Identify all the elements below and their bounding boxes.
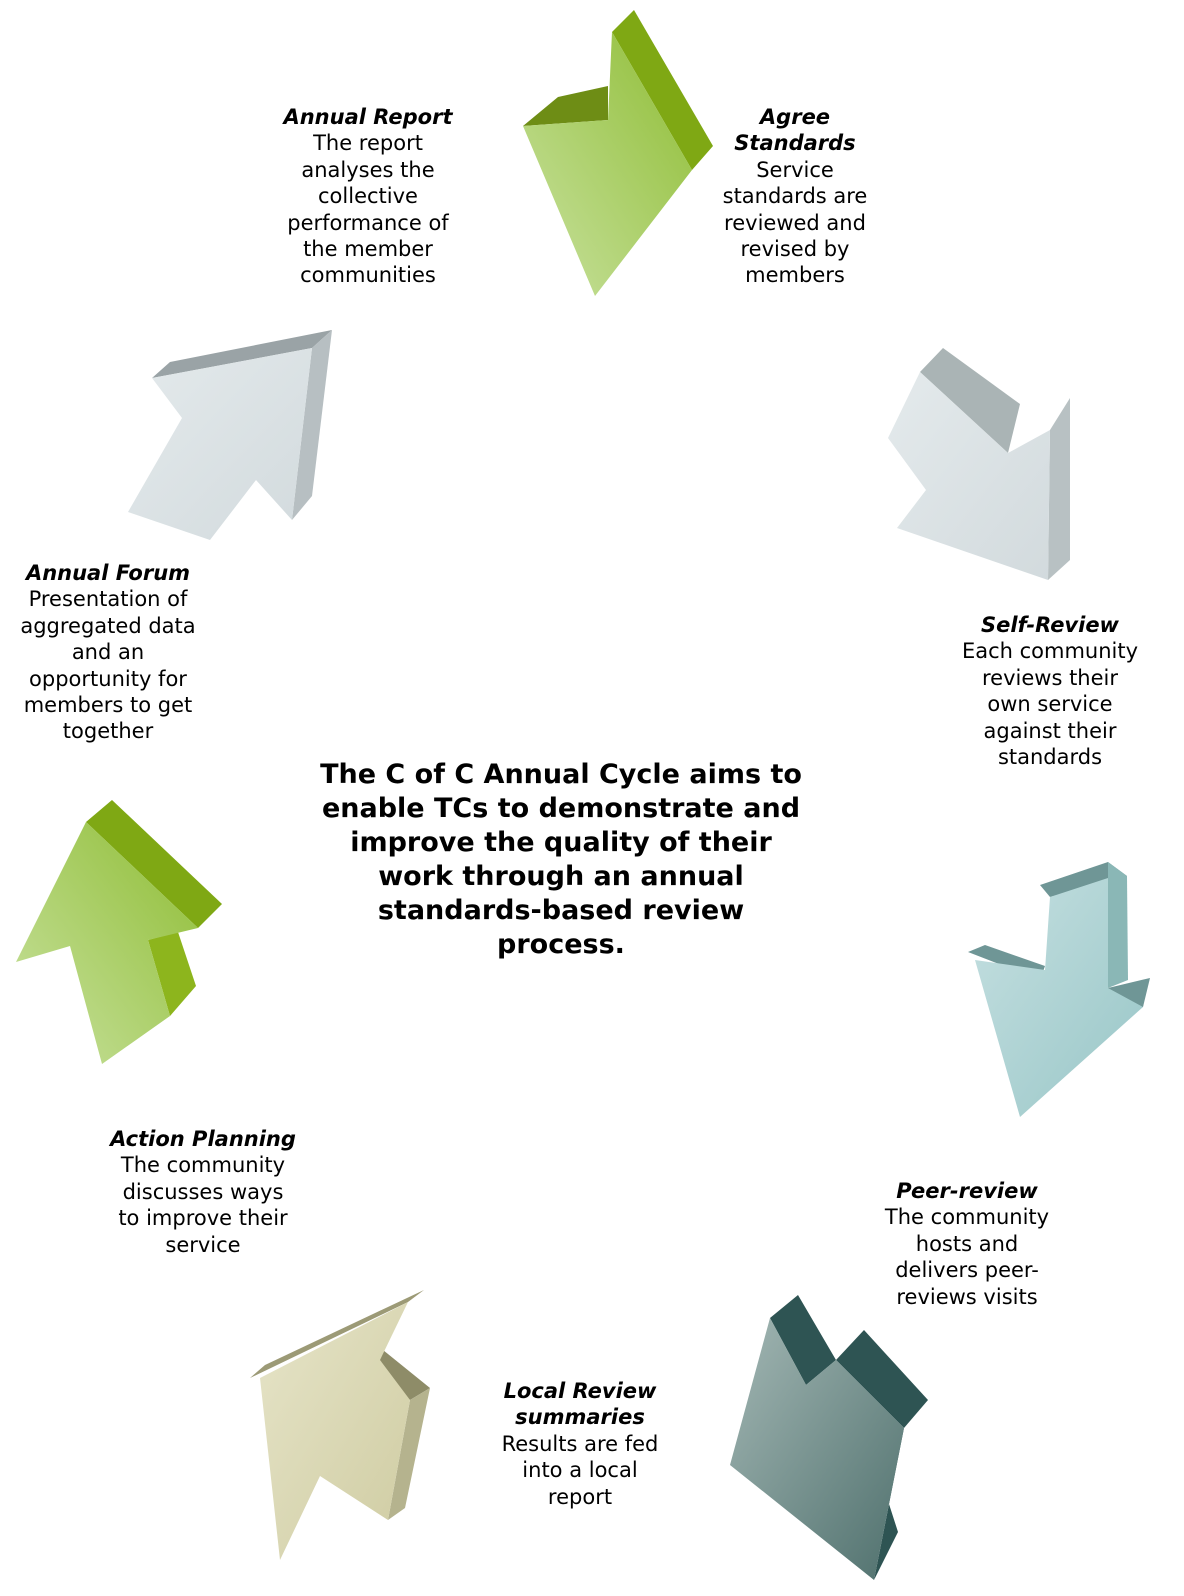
step-peer-review: Peer-review The community hosts and deli…	[862, 1178, 1072, 1310]
step-local-review: Local Review summaries Results are fed i…	[480, 1378, 680, 1510]
arrow-peer-review	[968, 862, 1150, 1117]
step-annual-forum: Annual Forum Presentation of aggregated …	[8, 560, 208, 745]
step-title: Agree Standards	[734, 105, 856, 156]
step-title: Annual Report	[283, 105, 453, 129]
arrow-local-review	[730, 1295, 928, 1580]
step-title: Local Review summaries	[503, 1379, 657, 1430]
step-description: Each community reviews their own service…	[961, 639, 1139, 770]
arrow-action-planning	[250, 1290, 430, 1560]
step-description: Results are fed into a local report	[501, 1431, 659, 1509]
step-action-planning: Action Planning The community discusses …	[98, 1126, 308, 1258]
step-annual-report: Annual Report The report analyses the co…	[268, 104, 468, 289]
step-description: The community hosts and delivers peer- r…	[884, 1205, 1050, 1309]
step-description: Service standards are reviewed and revis…	[722, 157, 868, 288]
step-title: Annual Forum	[25, 561, 191, 585]
step-description: Presentation of aggregated data and an o…	[20, 587, 196, 744]
arrow-annual-report	[128, 330, 332, 540]
step-self-review: Self-Review Each community reviews their…	[950, 612, 1150, 770]
step-description: The report analyses the collective perfo…	[287, 131, 449, 288]
step-agree-standards: Agree Standards Service standards are re…	[700, 104, 890, 289]
arrow-agree-standards	[523, 10, 713, 296]
step-title: Peer-review	[896, 1179, 1038, 1203]
step-title: Self-Review	[981, 613, 1119, 637]
arrow-self-review	[888, 348, 1070, 580]
step-title: Action Planning	[110, 1127, 296, 1151]
step-description: The community discusses ways to improve …	[118, 1153, 288, 1257]
arrow-annual-forum	[16, 800, 222, 1064]
cycle-summary-text: The C of C Annual Cycle aims to enable T…	[320, 759, 802, 960]
